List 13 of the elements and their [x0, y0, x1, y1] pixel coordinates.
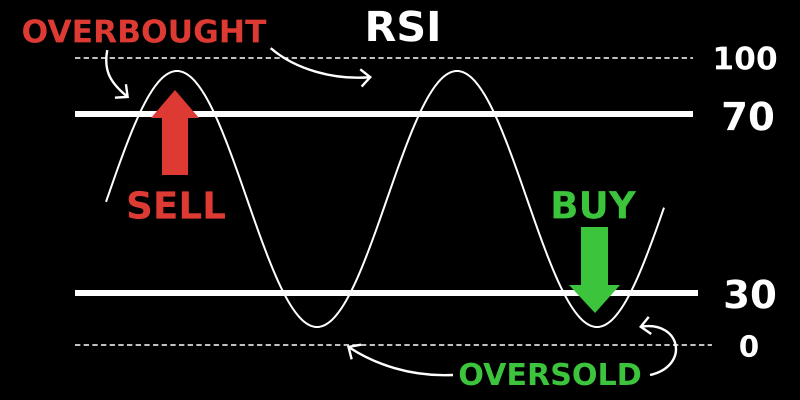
signal-label: BUY	[554, 191, 636, 219]
curved-arrow	[270, 47, 372, 88]
level-label: 100	[716, 46, 776, 70]
level-label: 30	[726, 279, 776, 309]
curved-arrow	[105, 50, 129, 99]
callout-label: OVERBOUGHT	[23, 19, 266, 43]
callout-label: OVERSOLD	[460, 362, 640, 386]
level-label: 0	[740, 334, 758, 358]
curved-arrow	[639, 316, 677, 376]
signal-label: SELL	[128, 190, 225, 220]
level-label: 70	[724, 101, 774, 131]
title: RSI	[368, 10, 438, 42]
curved-arrow	[347, 344, 454, 376]
